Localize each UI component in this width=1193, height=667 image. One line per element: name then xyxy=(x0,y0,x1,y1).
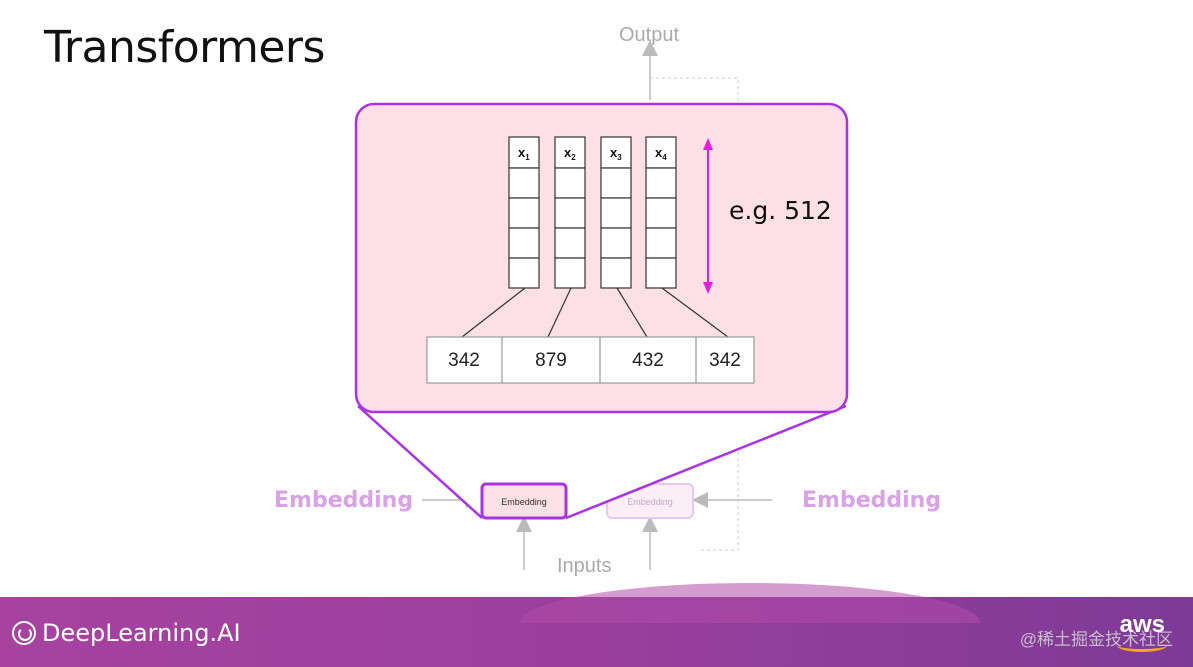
vector-cell xyxy=(600,227,632,259)
brand-logo: DeepLearning.AI xyxy=(12,619,241,647)
vector-cell xyxy=(645,257,677,289)
token-id-2: 879 xyxy=(535,350,567,371)
vector-cell xyxy=(600,167,632,199)
connector-3 xyxy=(616,287,648,338)
vector-cell xyxy=(554,227,586,259)
vector-x4: x4 xyxy=(645,136,677,289)
embedding-label-left: Embedding xyxy=(274,488,414,513)
embedding-vectors: x1 x2 x3 x4 xyxy=(508,136,677,289)
vector-cell xyxy=(645,197,677,229)
slide-title: Transformers xyxy=(44,22,325,73)
inputs-label: Inputs xyxy=(557,555,612,577)
deeplearning-logo-icon xyxy=(12,621,36,645)
diagram: Embedding Embedding x1 x2 x3 x4 342 879 xyxy=(354,40,849,570)
vector-connectors xyxy=(461,287,729,338)
vector-cell xyxy=(508,167,540,199)
vector-cell xyxy=(554,167,586,199)
vector-header xyxy=(508,136,540,169)
brand-name: DeepLearning.AI xyxy=(42,619,241,647)
footer-bar: DeepLearning.AI @稀土掘金技术社区 aws xyxy=(0,583,1193,667)
token-id-table: 342 879 432 342 xyxy=(426,336,755,384)
zoom-line-left xyxy=(357,405,483,519)
token-id-3: 432 xyxy=(632,350,664,371)
vector-x2: x2 xyxy=(554,136,586,289)
token-table-frame xyxy=(426,336,755,384)
vector-label: x4 xyxy=(655,145,667,162)
connector-4 xyxy=(661,287,729,338)
vector-cell xyxy=(645,227,677,259)
dimension-arrow-head-top xyxy=(703,138,713,150)
zoom-line-right xyxy=(565,404,847,520)
vector-cell xyxy=(600,197,632,229)
vector-cell xyxy=(508,197,540,229)
vector-label: x2 xyxy=(564,145,576,162)
vector-x1: x1 xyxy=(508,136,540,289)
vector-label: x3 xyxy=(610,145,622,162)
embedding-box-main-text: Embedding xyxy=(501,497,547,507)
vector-cell xyxy=(554,197,586,229)
vector-cell xyxy=(554,257,586,289)
vector-cell xyxy=(508,257,540,289)
output-label: Output xyxy=(619,24,680,46)
embedding-label-right: Embedding xyxy=(802,488,942,513)
dimension-arrow xyxy=(703,138,713,294)
embedding-box-faint-text: Embedding xyxy=(627,497,673,507)
vector-cell xyxy=(600,257,632,289)
vector-label: x1 xyxy=(518,145,530,162)
vector-cell xyxy=(645,167,677,199)
vector-header xyxy=(600,136,632,169)
token-id-1: 342 xyxy=(448,350,480,371)
token-id-4: 342 xyxy=(709,350,741,371)
vector-cell xyxy=(508,227,540,259)
aws-logo: aws xyxy=(1119,611,1165,638)
embedding-box-main xyxy=(480,482,568,520)
dimension-label: e.g. 512 xyxy=(729,196,832,225)
vector-x3: x3 xyxy=(600,136,632,289)
zoom-connector-fill xyxy=(356,408,848,518)
connector-2 xyxy=(547,287,572,338)
aws-smile-icon xyxy=(1117,639,1167,652)
dimension-arrow-head-bottom xyxy=(703,282,713,294)
connector-1 xyxy=(461,287,526,338)
